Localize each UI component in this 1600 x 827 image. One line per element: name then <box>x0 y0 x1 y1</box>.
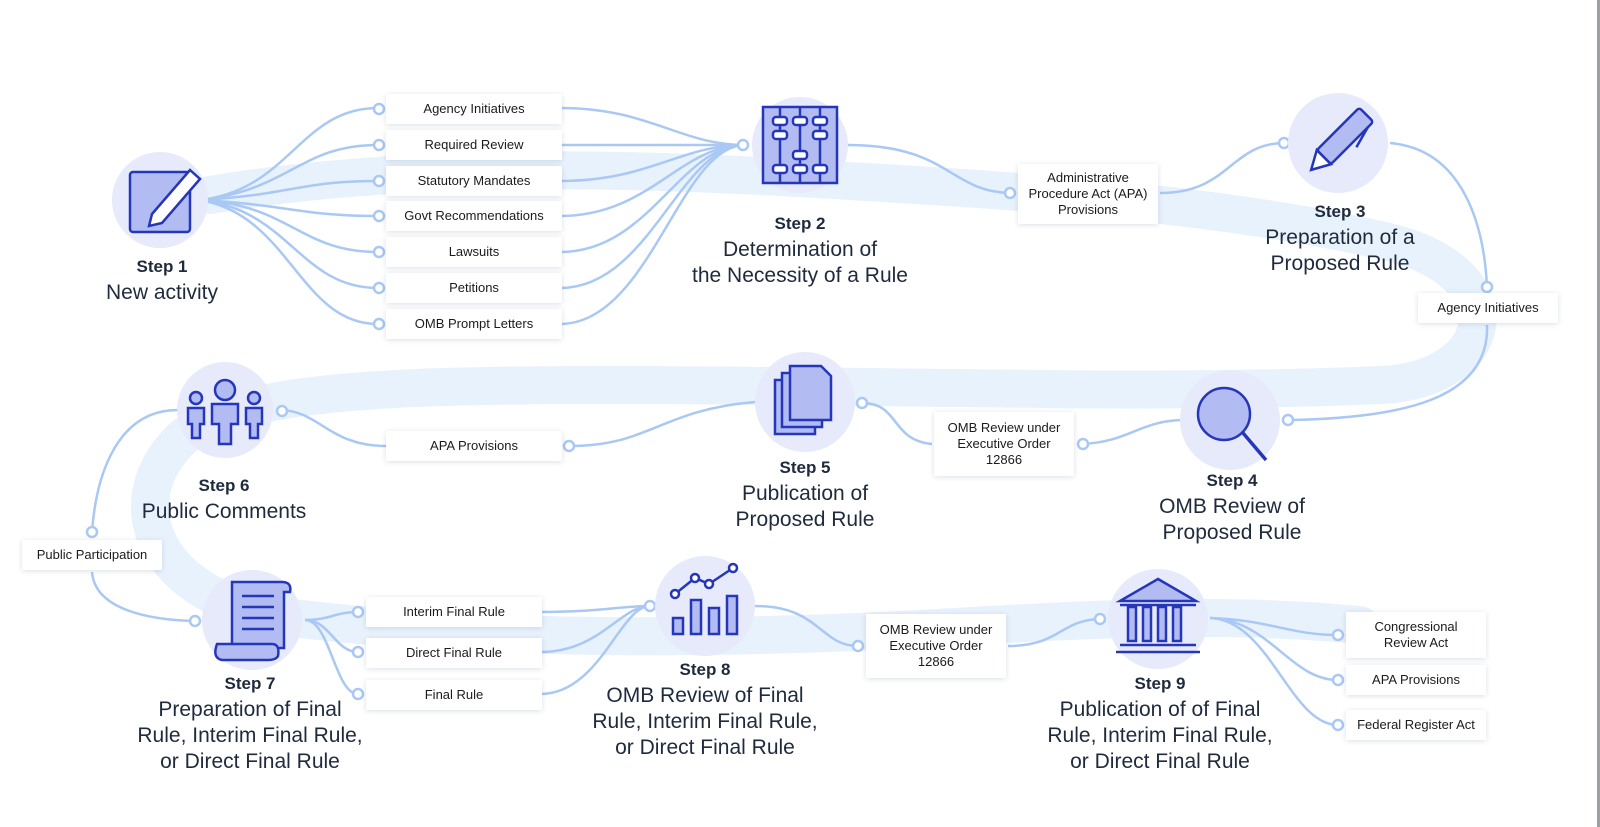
scroll-icon <box>202 570 302 670</box>
source-agency-initiatives: Agency Initiatives <box>386 94 562 124</box>
source-petitions: Petitions <box>386 273 562 303</box>
step-number: Step 5 <box>779 458 831 477</box>
step-title: Publication of Proposed Rule <box>735 482 875 531</box>
step-number: Step 9 <box>1134 674 1186 693</box>
source-lawsuits: Lawsuits <box>386 237 562 267</box>
source-omb-prompt-letters: OMB Prompt Letters <box>386 309 562 339</box>
source-public-participation: Public Participation <box>22 540 162 570</box>
connectors <box>90 106 1489 727</box>
source-apa-provisions-2: APA Provisions <box>386 431 562 461</box>
source-congressional-review-act: Congressional Review Act <box>1346 612 1486 658</box>
step-6-label: Step 6 Public Comments <box>44 476 404 525</box>
step-title: Public Comments <box>141 500 307 523</box>
step-number: Step 1 <box>136 257 188 276</box>
step-title: OMB Review of Proposed Rule <box>1159 495 1305 544</box>
window-edge <box>1597 0 1600 827</box>
pencil-square-icon <box>112 152 208 248</box>
connector-nodes <box>85 102 1494 732</box>
source-statutory-mandates: Statutory Mandates <box>386 166 562 196</box>
step-title: Publication of of Final Rule, Interim Fi… <box>1047 698 1273 773</box>
step-3-label: Step 3 Preparation of a Proposed Rule <box>1160 202 1520 277</box>
step-number: Step 8 <box>679 660 731 679</box>
bar-chart-icon <box>655 556 755 656</box>
source-direct-final-rule: Direct Final Rule <box>366 638 542 668</box>
step-2-label: Step 2 Determination of the Necessity of… <box>620 214 980 289</box>
source-omb-review-eo-2: OMB Review under Executive Order 12866 <box>866 614 1006 678</box>
step-5-label: Step 5 Publication of Proposed Rule <box>625 458 985 533</box>
source-final-rule: Final Rule <box>366 680 542 710</box>
documents-icon <box>755 352 855 452</box>
step-9-label: Step 9 Publication of of Final Rule, Int… <box>980 674 1340 775</box>
source-omb-review-eo: OMB Review under Executive Order 12866 <box>934 412 1074 476</box>
people-icon <box>177 362 273 458</box>
step-4-label: Step 4 OMB Review of Proposed Rule <box>1052 471 1412 546</box>
step-number: Step 2 <box>774 214 826 233</box>
source-apa-provisions: Administrative Procedure Act (APA) Provi… <box>1018 164 1158 224</box>
step-number: Step 4 <box>1206 471 1258 490</box>
courthouse-icon <box>1108 569 1208 669</box>
source-govt-recommendations: Govt Recommendations <box>386 201 562 231</box>
abacus-icon <box>752 97 848 193</box>
step-1-label: Step 1 New activity <box>0 257 342 306</box>
pen-icon <box>1288 93 1388 193</box>
source-interim-final-rule: Interim Final Rule <box>366 597 542 627</box>
step-number: Step 7 <box>224 674 276 693</box>
magnifier-icon <box>1180 370 1280 470</box>
step-8-label: Step 8 OMB Review of Final Rule, Interim… <box>525 660 885 761</box>
source-federal-register-act: Federal Register Act <box>1346 710 1486 740</box>
step-title: Preparation of Final Rule, Interim Final… <box>137 698 363 773</box>
source-apa-provisions-3: APA Provisions <box>1346 665 1486 695</box>
source-agency-initiatives-2: Agency Initiatives <box>1418 293 1558 323</box>
source-required-review: Required Review <box>386 130 562 160</box>
step-number: Step 6 <box>198 476 250 495</box>
step-7-label: Step 7 Preparation of Final Rule, Interi… <box>70 674 430 775</box>
step-title: OMB Review of Final Rule, Interim Final … <box>592 684 818 759</box>
step-title: Preparation of a Proposed Rule <box>1265 226 1415 275</box>
step-title: New activity <box>105 281 219 304</box>
step-title: Determination of the Necessity of a Rule <box>692 238 908 287</box>
step-number: Step 3 <box>1314 202 1366 221</box>
